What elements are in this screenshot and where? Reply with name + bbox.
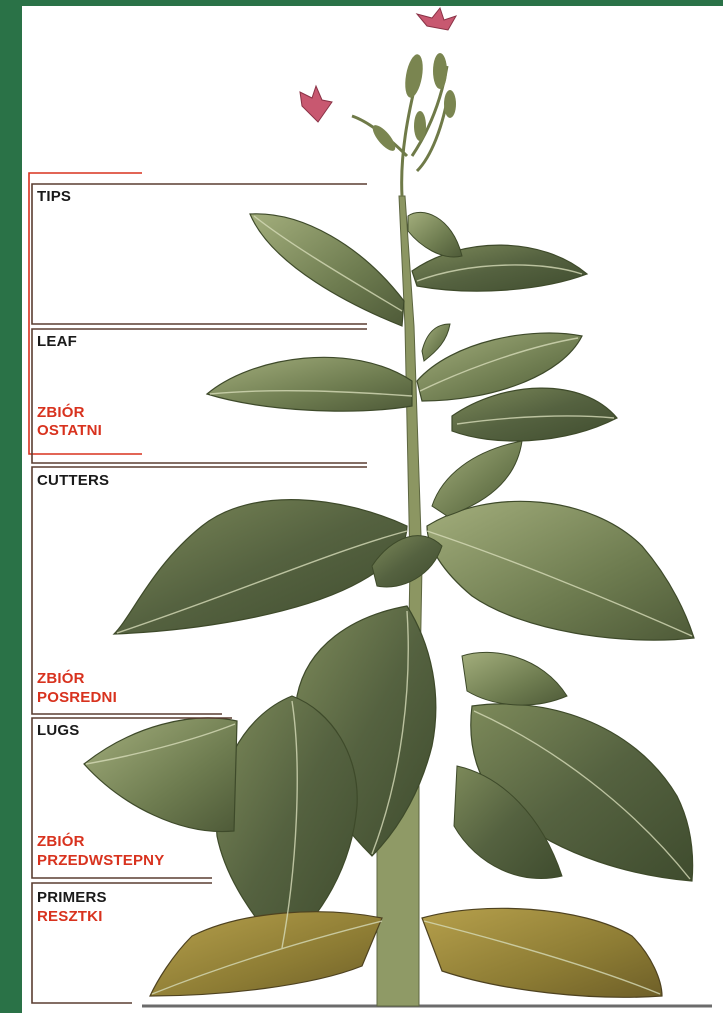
plant-leaf xyxy=(422,324,450,361)
label-leaf: LEAF xyxy=(37,333,77,351)
label-zbior-przedwstepny-line1: ZBIÓR xyxy=(37,833,85,851)
label-zbior-przedwstepny-line2: PRZEDWSTEPNY xyxy=(37,852,164,870)
flower-bud xyxy=(402,53,425,99)
label-resztki: RESZTKI xyxy=(37,908,103,926)
plant-leaf xyxy=(84,718,237,832)
label-zbior-posredni-line1: ZBIÓR xyxy=(37,670,85,688)
flower-stalks xyxy=(352,66,447,196)
label-zbior-posredni-line2: POSREDNI xyxy=(37,689,117,707)
label-tips: TIPS xyxy=(37,188,71,206)
plant-leaf xyxy=(462,652,567,705)
label-primers: PRIMERS xyxy=(37,889,107,907)
label-zbior-ostatni-line1: ZBIÓR xyxy=(37,404,85,422)
illustration-frame: TIPS LEAF ZBIÓR OSTATNI CUTTERS ZBIÓR PO… xyxy=(22,6,723,1013)
flower xyxy=(417,8,456,30)
plant-leaf xyxy=(207,357,412,411)
plant-leaf xyxy=(408,212,462,257)
plant-leaf xyxy=(114,500,407,634)
flower-bud xyxy=(433,53,447,89)
flower-bud xyxy=(414,111,426,141)
label-zbior-ostatni-line2: OSTATNI xyxy=(37,422,102,440)
flower-bud xyxy=(369,122,399,154)
label-lugs: LUGS xyxy=(37,722,79,740)
flower-bud xyxy=(444,90,456,118)
flower xyxy=(300,86,332,122)
label-cutters: CUTTERS xyxy=(37,472,109,490)
